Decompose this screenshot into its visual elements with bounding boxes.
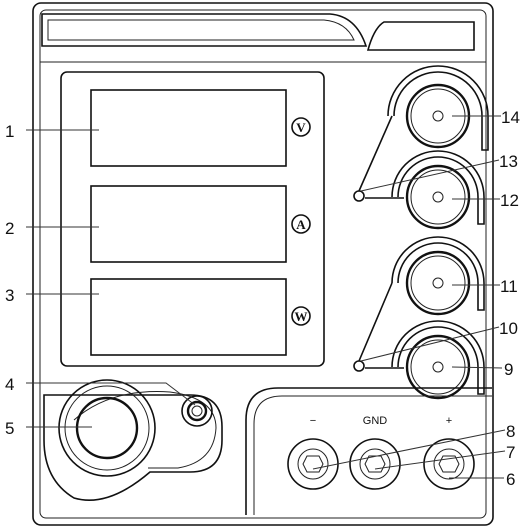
knob-12-guard <box>391 150 485 225</box>
leader-line-8 <box>312 429 506 470</box>
power-button-5-cap <box>75 396 139 460</box>
top-handle-slot <box>41 13 368 47</box>
negative-terminal-outer <box>287 438 339 490</box>
ground-terminal-inner <box>359 448 391 480</box>
callout-9: 9 <box>504 360 513 379</box>
power-unit-indicator <box>291 306 311 326</box>
ground-terminal-7[interactable] <box>349 438 401 490</box>
callout-4: 4 <box>5 375 14 394</box>
top-right-slot <box>366 21 475 51</box>
lower-guide-line-a <box>358 282 393 362</box>
negative-terminal-label: − <box>310 415 316 427</box>
leader-line-10 <box>360 326 500 362</box>
callout-2: 2 <box>5 219 14 238</box>
knob-12-center <box>432 191 444 203</box>
voltage-display <box>90 89 287 167</box>
knob-11-guard <box>391 236 485 311</box>
leader-line-13 <box>360 159 500 192</box>
callout-14: 14 <box>501 108 520 127</box>
knob-12[interactable] <box>391 150 485 230</box>
current-unit-label: A <box>296 217 306 232</box>
positive-terminal-outer <box>423 438 475 490</box>
positive-terminal-6[interactable] <box>423 438 475 490</box>
power-display <box>90 278 287 356</box>
small-button-4[interactable] <box>181 395 213 427</box>
positive-terminal-nut <box>438 455 460 473</box>
indicator-lamp-10 <box>353 360 365 372</box>
leader-line-9 <box>451 366 503 369</box>
knob-11-center <box>432 277 444 289</box>
knob-12-ring <box>410 169 466 225</box>
callout-7: 7 <box>506 443 515 462</box>
small-button-4-outer <box>181 395 213 427</box>
knob-9-center <box>432 361 444 373</box>
terminal-recess-inner <box>253 395 492 515</box>
ground-terminal-nut <box>364 455 386 473</box>
callout-1: 1 <box>5 122 14 141</box>
positive-terminal-label: + <box>446 415 452 427</box>
knob-14-center <box>432 110 444 122</box>
power-button-5-ring <box>64 385 150 471</box>
lower-left-recess <box>43 394 223 501</box>
upper-guide-line-a <box>358 115 393 192</box>
leader-line-4 <box>26 382 196 406</box>
display-housing <box>60 71 325 367</box>
knob-11-ring <box>410 255 466 311</box>
knob-12-body <box>405 164 471 230</box>
small-button-4-center <box>191 405 203 417</box>
negative-terminal-8[interactable] <box>287 438 339 490</box>
negative-terminal-nut <box>302 455 324 473</box>
panel-inner-outline <box>39 9 487 519</box>
knob-14[interactable] <box>387 65 489 151</box>
power-unit-label: W <box>295 309 308 324</box>
knob-11-body <box>405 250 471 316</box>
knob-11[interactable] <box>391 236 485 316</box>
indicator-lamp-13 <box>353 190 365 202</box>
leader-line-7 <box>374 450 506 470</box>
panel-outline <box>32 2 494 526</box>
callout-10: 10 <box>499 319 518 338</box>
terminal-recess <box>245 387 492 515</box>
callout-6: 6 <box>506 470 515 489</box>
power-button-5[interactable] <box>58 379 156 477</box>
knob-9[interactable] <box>391 320 485 400</box>
ground-terminal-outer <box>349 438 401 490</box>
knob-9-guard <box>391 320 485 395</box>
callout-12: 12 <box>500 191 519 210</box>
positive-terminal-inner <box>433 448 465 480</box>
callout-8: 8 <box>506 422 515 441</box>
voltage-unit-indicator <box>291 117 311 137</box>
callout-3: 3 <box>5 286 14 305</box>
callout-11: 11 <box>500 277 518 296</box>
voltage-unit-label: V <box>296 120 306 135</box>
callout-5: 5 <box>5 419 14 438</box>
current-display <box>90 185 287 263</box>
current-unit-indicator <box>291 214 311 234</box>
negative-terminal-inner <box>297 448 329 480</box>
small-button-4-inner <box>186 400 208 422</box>
callout-13: 13 <box>499 152 518 171</box>
power-button-5-outer <box>58 379 156 477</box>
top-handle-inner <box>47 19 355 41</box>
ground-terminal-label: GND <box>363 415 388 427</box>
knob-14-guard <box>387 65 489 151</box>
